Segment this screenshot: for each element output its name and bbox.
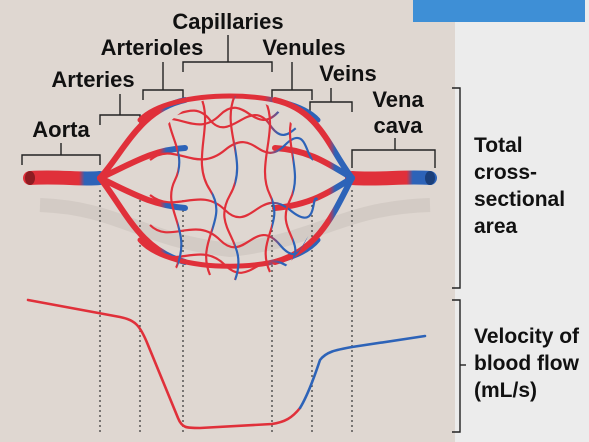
area-line-1: Total	[474, 134, 523, 157]
area-line-2: cross-	[474, 161, 537, 184]
vena-cava-opening	[425, 171, 435, 185]
aorta-opening	[25, 171, 35, 185]
label-capillaries: Capillaries	[172, 9, 283, 34]
label-veins: Veins	[319, 61, 376, 86]
velocity-line-1: Velocity of	[474, 325, 580, 348]
label-arterioles: Arterioles	[101, 35, 204, 60]
velocity-line-3: (mL/s)	[474, 379, 537, 402]
velocity-line-2: blood flow	[474, 352, 580, 375]
label-arteries: Arteries	[51, 67, 134, 92]
label-venules: Venules	[262, 35, 345, 60]
top-blue-bar	[413, 0, 585, 22]
label-aorta: Aorta	[32, 117, 90, 142]
area-line-4: area	[474, 215, 518, 238]
area-line-3: sectional	[474, 188, 565, 211]
label-vena-cava-line2: cava	[374, 113, 424, 138]
label-vena-cava-line1: Vena	[372, 87, 424, 112]
